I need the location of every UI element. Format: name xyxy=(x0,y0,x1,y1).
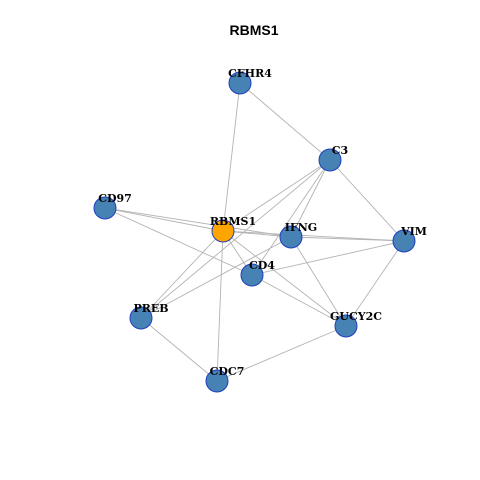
edge-cd97-rbms1 xyxy=(104,207,224,232)
edge-cfhr4-c3 xyxy=(239,82,331,161)
node-label-vim: VIM xyxy=(400,225,427,238)
node-cdc7: CDC7 xyxy=(205,365,245,393)
plot-title: RBMS1 xyxy=(229,22,278,38)
node-circle-cd4 xyxy=(240,263,264,287)
node-circle-cdc7 xyxy=(205,369,229,393)
node-label-cdc7: CDC7 xyxy=(210,365,245,378)
node-preb: PREB xyxy=(129,302,169,330)
edge-ifng-preb xyxy=(140,236,292,319)
edge-vim-gucy2c xyxy=(345,240,405,327)
edge-rbms1-preb xyxy=(140,230,224,319)
edge-cd97-ifng xyxy=(104,207,292,238)
node-circle-c3 xyxy=(318,148,342,172)
edge-rbms1-vim xyxy=(222,230,405,242)
edge-cd4-gucy2c xyxy=(251,274,347,327)
node-label-gucy2c: GUCY2C xyxy=(330,310,382,323)
edge-rbms1-gucy2c xyxy=(222,230,347,327)
node-label-cd4: CD4 xyxy=(249,259,275,272)
edge-c3-vim xyxy=(329,159,405,242)
node-label-rbms1: RBMS1 xyxy=(210,215,256,228)
node-circle-cd97 xyxy=(93,196,117,220)
node-circle-preb xyxy=(129,306,153,330)
node-cd97: CD97 xyxy=(93,192,132,220)
edge-cdc7-gucy2c xyxy=(216,325,347,382)
node-gucy2c: GUCY2C xyxy=(330,310,382,338)
edge-c3-cd4 xyxy=(251,159,331,276)
node-label-preb: PREB xyxy=(133,302,168,315)
node-circle-vim xyxy=(392,229,416,253)
edge-ifng-gucy2c xyxy=(290,236,347,327)
edge-cfhr4-rbms1 xyxy=(222,82,241,232)
node-cd4: CD4 xyxy=(240,259,275,287)
edge-vim-cd4 xyxy=(251,240,405,276)
node-label-ifng: IFNG xyxy=(285,221,317,234)
node-ifng: IFNG xyxy=(279,221,317,249)
edge-rbms1-cdc7 xyxy=(216,230,224,382)
edge-ifng-vim xyxy=(290,236,405,242)
node-rbms1: RBMS1 xyxy=(210,215,256,243)
edge-c3-rbms1 xyxy=(222,159,331,232)
node-c3: C3 xyxy=(318,144,348,172)
edge-cd97-cd4 xyxy=(104,207,253,276)
node-label-cfhr4: CFHR4 xyxy=(228,67,272,80)
edge-preb-cdc7 xyxy=(140,317,218,382)
node-circle-ifng xyxy=(279,225,303,249)
edges-layer xyxy=(104,82,405,382)
node-label-c3: C3 xyxy=(332,144,348,157)
node-circle-rbms1 xyxy=(211,219,235,243)
node-circle-cfhr4 xyxy=(228,71,252,95)
node-circle-gucy2c xyxy=(334,314,358,338)
edge-c3-ifng xyxy=(290,159,331,238)
node-cfhr4: CFHR4 xyxy=(228,67,272,95)
edge-c3-preb xyxy=(140,159,331,319)
node-label-cd97: CD97 xyxy=(98,192,132,205)
node-vim: VIM xyxy=(392,225,427,253)
